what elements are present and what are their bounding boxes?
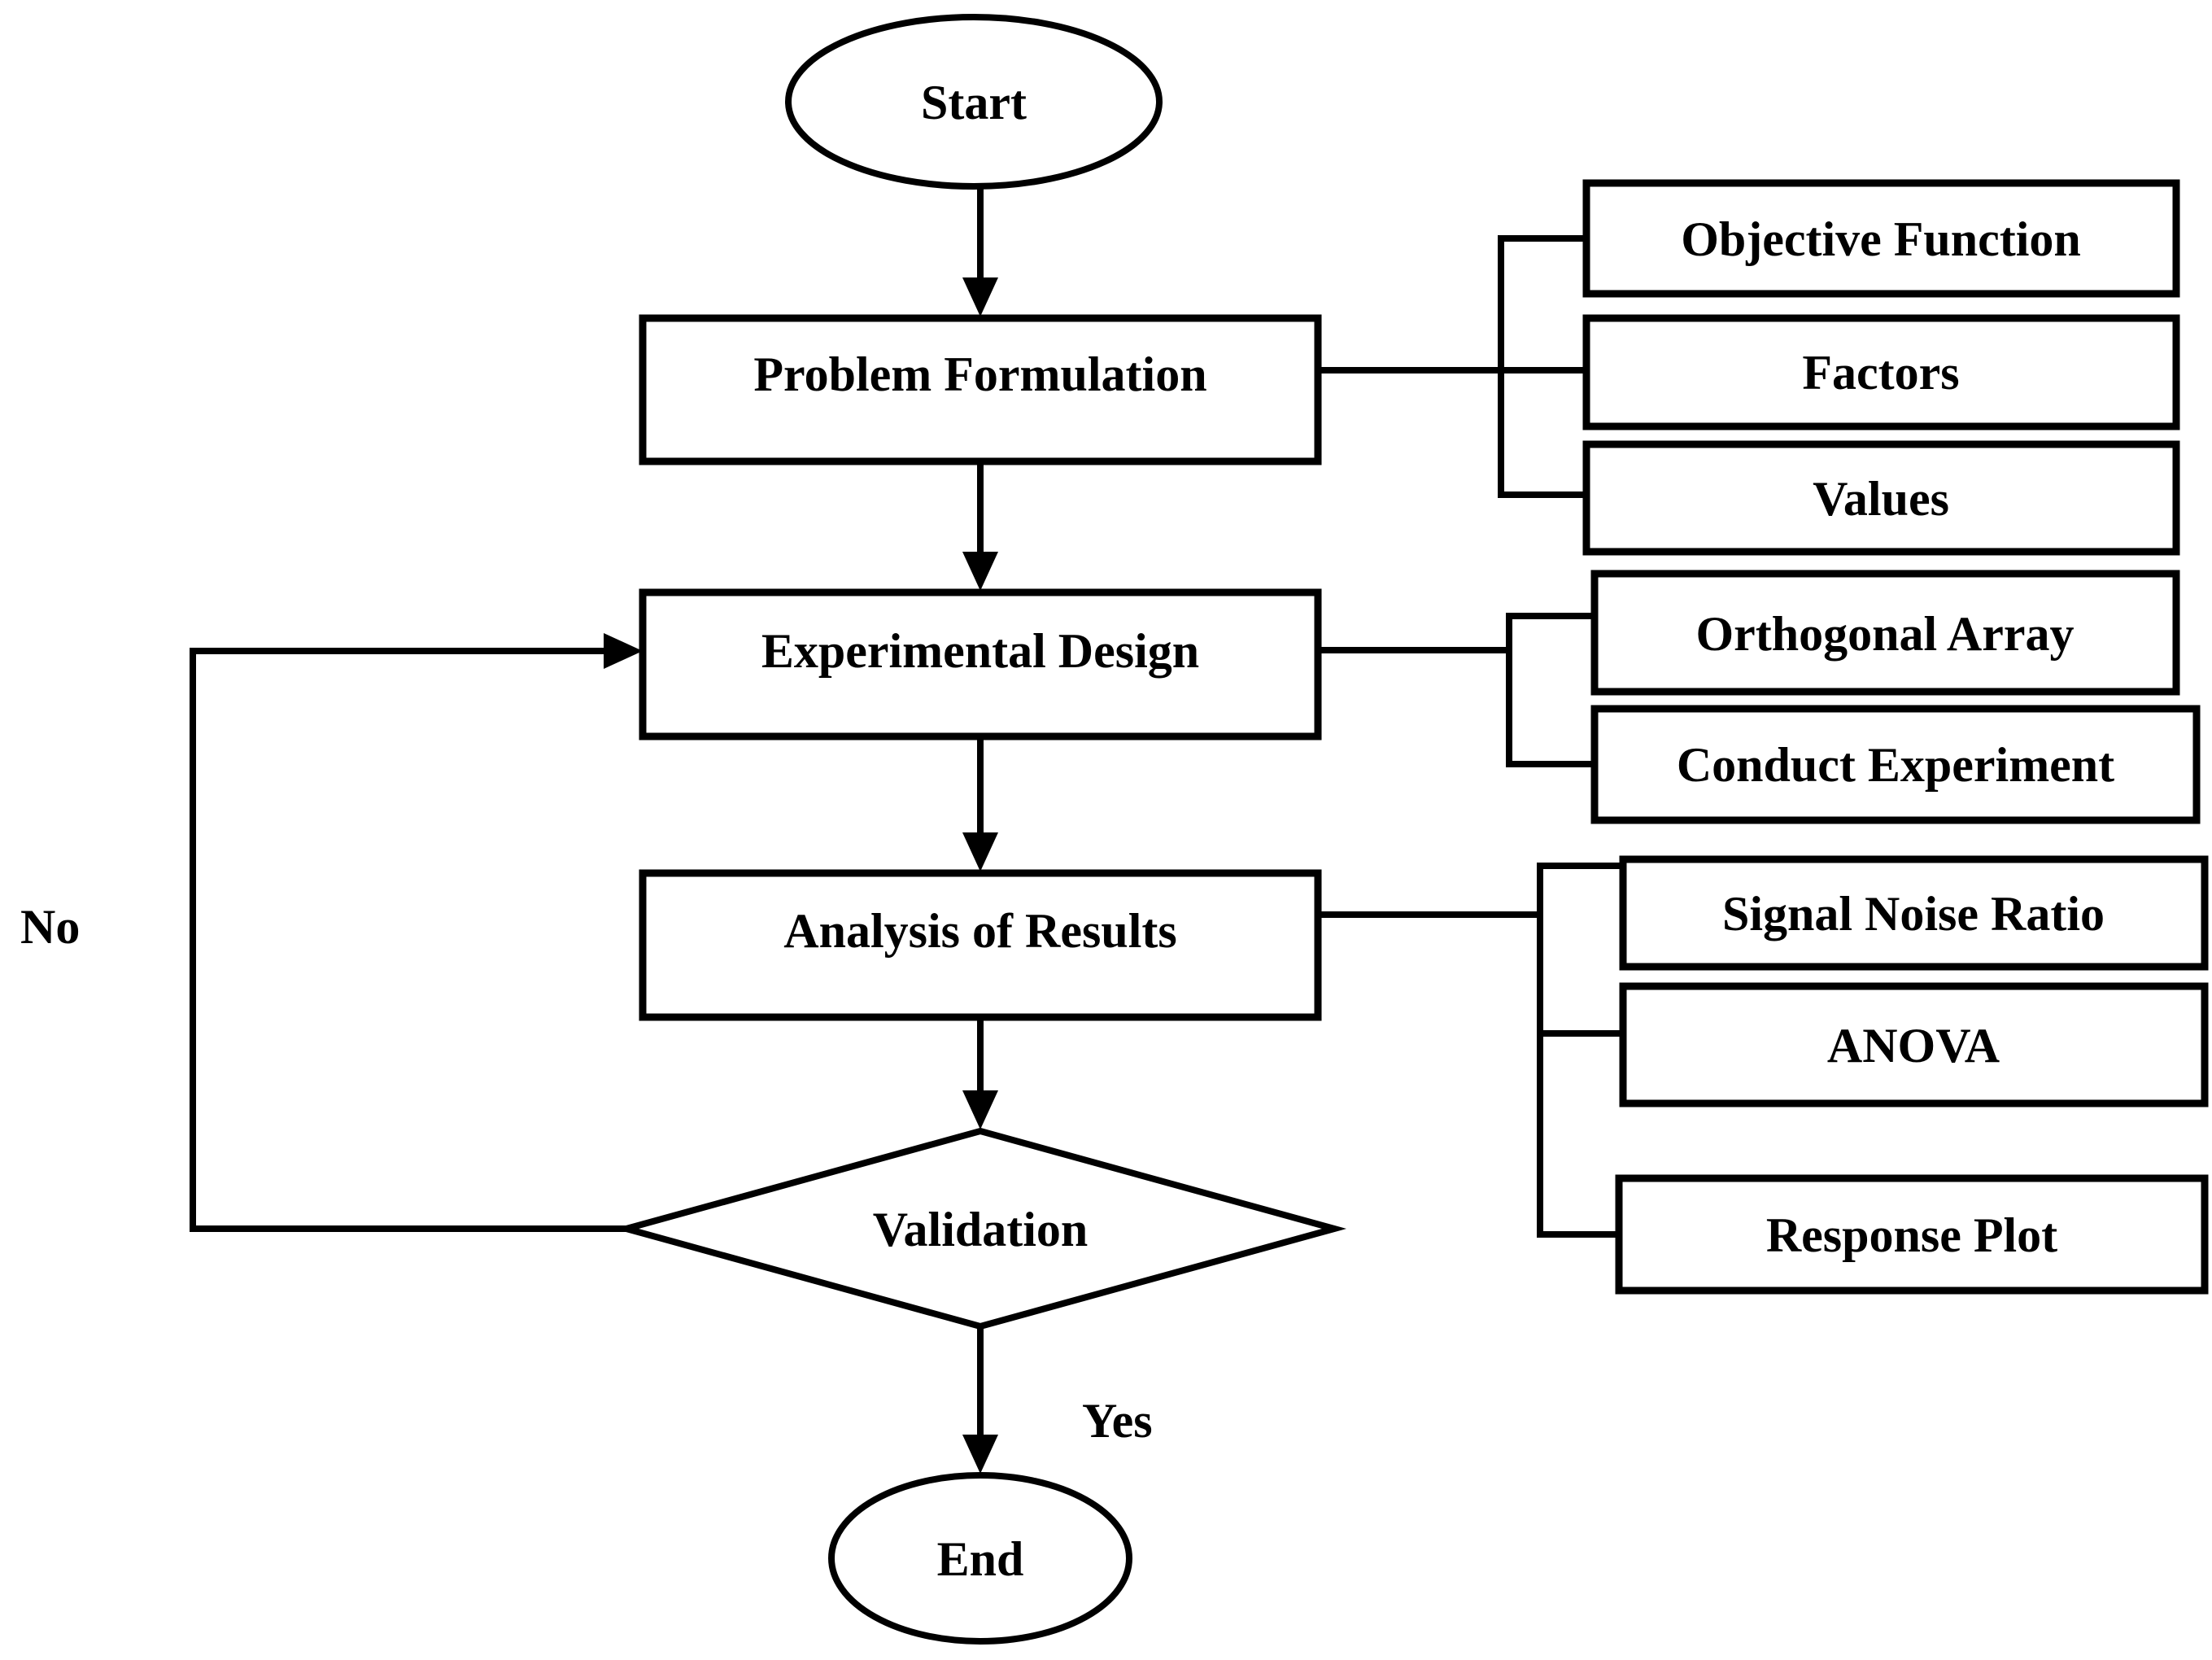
response-plot-label: Response Plot xyxy=(1766,1208,2057,1262)
start-node: Start xyxy=(785,14,1163,190)
values-node: Values xyxy=(1582,440,2180,556)
conduct-experiment-node: Conduct Experiment xyxy=(1590,705,2201,824)
analysis-of-results-node: Analysis of Results xyxy=(639,869,1322,1021)
signal-noise-ratio-box xyxy=(1619,855,2209,971)
end-node: End xyxy=(828,1472,1132,1645)
arrow-problem-formulation-to-experimental-design xyxy=(962,458,998,591)
objective-function-label: Objective Function xyxy=(1681,212,2081,266)
arrow-start-to-problem-formulation xyxy=(962,183,998,317)
anova-label: ANOVA xyxy=(1827,1019,2000,1072)
factors-box xyxy=(1582,314,2180,430)
objective-function-node: Objective Function xyxy=(1582,179,2180,298)
conduct-experiment-box xyxy=(1590,705,2201,824)
validation-label: Validation xyxy=(873,1203,1089,1256)
start-label: Start xyxy=(921,76,1027,129)
connector-problem-formulation-group xyxy=(1315,235,1590,498)
values-box xyxy=(1582,440,2180,556)
connector-experimental-design-group xyxy=(1315,613,1598,767)
experimental-design-box xyxy=(639,588,1322,740)
validation-node: Validation xyxy=(613,1127,1347,1330)
orthogonal-array-node: Orthogonal Array xyxy=(1590,570,2180,696)
analysis-of-results-box xyxy=(639,869,1322,1021)
arrow-validation-no-loop xyxy=(190,633,643,1232)
problem-formulation-node: Problem Formulation xyxy=(639,314,1322,465)
orthogonal-array-box xyxy=(1590,570,2180,696)
yes-edge-label: Yes xyxy=(1082,1394,1153,1448)
objective-function-box xyxy=(1582,179,2180,298)
values-label: Values xyxy=(1813,472,1949,526)
problem-formulation-label: Problem Formulation xyxy=(753,347,1206,401)
experimental-design-label: Experimental Design xyxy=(761,624,1199,678)
arrow-analysis-to-validation xyxy=(962,1014,998,1129)
response-plot-box xyxy=(1615,1174,2209,1295)
signal-noise-ratio-label: Signal Noise Ratio xyxy=(1722,887,2105,941)
factors-label: Factors xyxy=(1802,346,1959,400)
anova-box xyxy=(1619,982,2209,1107)
conduct-experiment-label: Conduct Experiment xyxy=(1677,738,2114,792)
response-plot-node: Response Plot xyxy=(1615,1174,2209,1295)
connector-analysis-group xyxy=(1315,863,1626,1238)
problem-formulation-box xyxy=(639,314,1322,465)
experimental-design-node: Experimental Design xyxy=(639,588,1322,740)
start-ellipse xyxy=(785,14,1163,190)
factors-node: Factors xyxy=(1582,314,2180,430)
end-ellipse xyxy=(828,1472,1132,1645)
signal-noise-ratio-node: Signal Noise Ratio xyxy=(1619,855,2209,971)
validation-diamond xyxy=(613,1127,1347,1330)
end-label: End xyxy=(937,1532,1024,1586)
analysis-of-results-label: Analysis of Results xyxy=(783,904,1176,958)
arrow-experimental-design-to-analysis xyxy=(962,733,998,872)
no-edge-label: No xyxy=(20,900,80,954)
arrow-validation-to-end xyxy=(962,1323,998,1474)
orthogonal-array-label: Orthogonal Array xyxy=(1696,607,2075,661)
anova-node: ANOVA xyxy=(1619,982,2209,1107)
